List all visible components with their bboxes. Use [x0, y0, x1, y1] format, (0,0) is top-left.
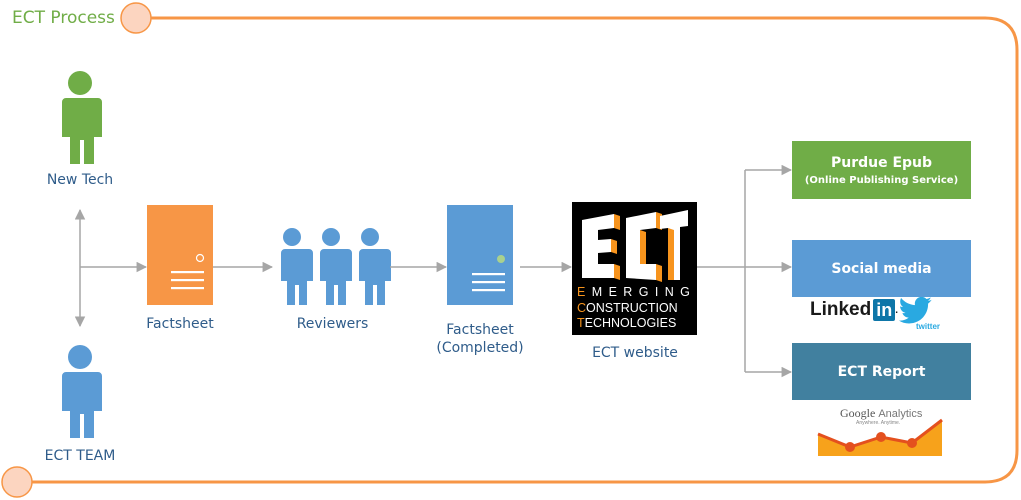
linkedin-word: Linked [810, 299, 872, 320]
factsheet-label: Factsheet [146, 316, 214, 332]
ect-logo-merging: MERGING [591, 285, 697, 299]
ect-report-title: ECT Report [837, 363, 926, 380]
process-frame [18, 16, 1019, 484]
ect-logo-e: E [577, 285, 592, 299]
twitter-bird-icon [898, 296, 932, 324]
ect-team-label: ECT TEAM [44, 448, 116, 464]
frame-start-circle [120, 2, 152, 34]
ect-logo-c: C [577, 300, 587, 315]
twitter-label: twitter [916, 322, 940, 331]
purdue-epub-title: Purdue Epub [830, 154, 933, 171]
google-analytics-logo: Google Analytics [840, 406, 922, 421]
reviewers-label: Reviewers [296, 316, 369, 332]
ect-team-person-icon [62, 345, 102, 438]
factsheet-completed-label-line2: (Completed) [436, 340, 524, 356]
factsheet-document-icon [147, 205, 213, 305]
linkedin-in-badge: in [873, 299, 896, 321]
ect-website-logo: EMERGING CONSTRUCTION TECHNOLOGIES [572, 202, 697, 335]
ect-logo-echnologies: ECHNOLOGIES [584, 316, 677, 330]
google-analytics-chart-icon [817, 418, 943, 456]
ect-logo-wordmark: EMERGING CONSTRUCTION TECHNOLOGIES [577, 285, 693, 332]
diagram-title: ECT Process [12, 8, 115, 28]
ect-report-box: ECT Report [792, 343, 971, 400]
social-media-box: Social media [792, 240, 971, 297]
purdue-epub-box: Purdue Epub (Online Publishing Service) [792, 141, 971, 199]
analytics-word: Analytics [878, 408, 923, 420]
factsheet-completed-label: Factsheet (Completed) [425, 321, 535, 357]
factsheet-completed-document-icon [447, 205, 513, 305]
factsheet-completed-label-line1: Factsheet [446, 322, 514, 338]
purdue-epub-subtitle: (Online Publishing Service) [804, 174, 959, 186]
ect-logo-t: T [577, 316, 585, 330]
reviewers-group-icon [275, 228, 391, 305]
ect-website-label: ECT website [592, 345, 678, 361]
google-word: Google [840, 406, 876, 420]
frame-end-circle [1, 466, 33, 498]
ect-big-letters-icon [582, 210, 688, 282]
social-media-title: Social media [831, 260, 932, 277]
new-tech-label: New Tech [46, 172, 114, 188]
new-tech-person-icon [62, 71, 102, 164]
google-analytics-tagline: Anywhere. Anytime. [856, 420, 901, 426]
ect-logo-onstruction: ONSTRUCTION [586, 300, 678, 315]
